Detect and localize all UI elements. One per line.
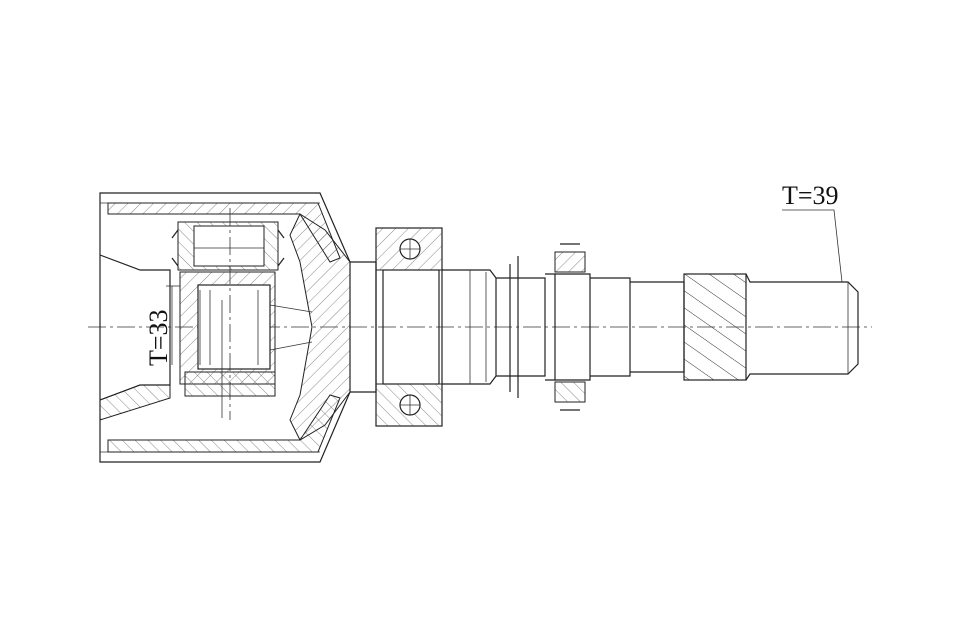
outer-spline-dimension: T=39 — [782, 181, 843, 283]
outer-spline-label: T=39 — [782, 181, 839, 210]
shaft-body — [442, 243, 685, 411]
outer-spline — [683, 273, 859, 381]
tripod-housing — [99, 192, 351, 463]
inner-spline-label: T=33 — [144, 309, 173, 366]
bearing — [375, 227, 443, 427]
inner-spline-dimension: T=33 — [144, 285, 180, 366]
tripod-spider — [171, 208, 285, 420]
